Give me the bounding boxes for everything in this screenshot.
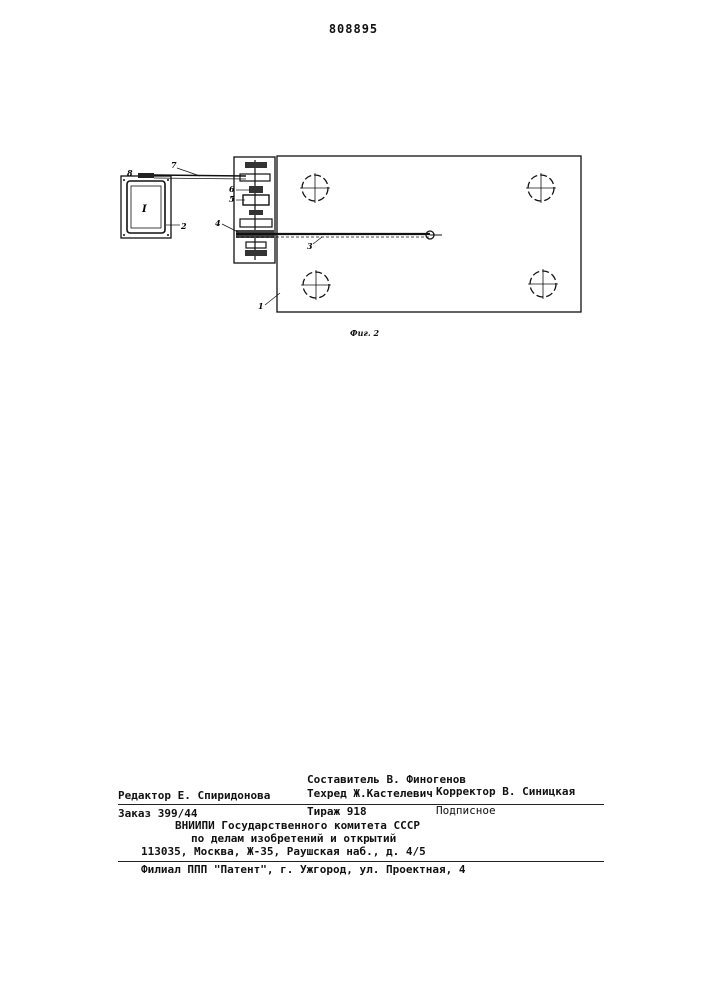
callout-6: 6 bbox=[229, 184, 235, 194]
callout-1: 1 bbox=[258, 301, 264, 311]
circulation-line: Тираж 918 bbox=[307, 805, 367, 818]
corrector-line: Корректор В. Синицкая bbox=[436, 785, 575, 798]
callout-5: 5 bbox=[229, 194, 235, 204]
org-line-2: по делам изобретений и открытий bbox=[191, 832, 396, 845]
gear-5 bbox=[243, 195, 269, 205]
callout-8: 8 bbox=[127, 168, 133, 178]
motor-label: I bbox=[141, 204, 147, 215]
callout-2: 2 bbox=[180, 221, 187, 231]
gear bbox=[240, 219, 272, 227]
figure-caption: Фиг. 2 bbox=[350, 328, 379, 338]
editor-line: Редактор Е. Спиридонова bbox=[118, 789, 270, 802]
techred-line: Техред Ж.Кастелевич bbox=[307, 787, 433, 800]
imprint-block: Составитель В. Финогенов Редактор Е. Спи… bbox=[112, 769, 612, 879]
callout-4: 4 bbox=[215, 218, 221, 228]
gear bbox=[245, 250, 267, 256]
branch-line: Филиал ППП "Патент", г. Ужгород, ул. Про… bbox=[141, 863, 466, 876]
gear bbox=[246, 242, 266, 248]
gear bbox=[249, 210, 263, 215]
rule-bottom bbox=[118, 861, 604, 862]
subscription-line: Подписное bbox=[436, 804, 496, 817]
mounting-holes bbox=[300, 173, 558, 300]
motor-pulley bbox=[138, 173, 154, 178]
technical-drawing: I 1 2 3 4 5 6 7 8 bbox=[0, 0, 707, 360]
callout-3: 3 bbox=[307, 241, 313, 251]
gear-6 bbox=[249, 186, 263, 193]
org-line-1: ВНИИПИ Государственного комитета СССР bbox=[175, 819, 420, 832]
callout-7: 7 bbox=[171, 160, 177, 170]
gear bbox=[245, 162, 267, 168]
address-line: 113035, Москва, Ж-35, Раушская наб., д. … bbox=[141, 845, 426, 858]
